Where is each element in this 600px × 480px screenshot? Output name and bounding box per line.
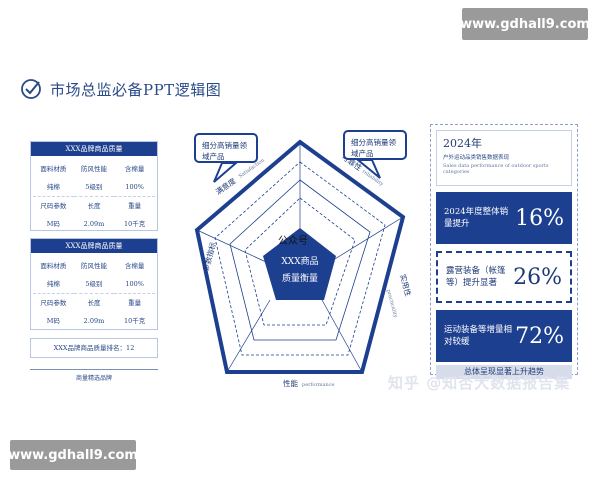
stat-label: 2024年度整体销量提升	[444, 207, 509, 229]
quality-card-2: XXX品牌商品质量 面料材质 防风性能 含棉量 纯棉 5级别 100% 尺码参数…	[30, 238, 158, 330]
bubble-tail-left	[213, 162, 239, 183]
card-cell: 2.09m	[83, 220, 105, 228]
stats-subtitle-en: Sales data performance of outdoor sports…	[443, 163, 549, 175]
pentagon-ring-3	[229, 179, 371, 341]
card-cell: 100%	[114, 275, 155, 294]
ranking-bar: XXX品牌商品质量排名：12	[30, 338, 158, 358]
card-cell: 面料材质	[40, 262, 67, 270]
card-cell: M码	[46, 317, 60, 325]
pentagon-ring-4	[244, 197, 356, 326]
corner-watermark: 知乎 @知否大数据报告集	[388, 374, 571, 392]
card-cell: 长度	[87, 202, 101, 210]
stat-value: 72%	[515, 323, 564, 349]
stat-label: 运动装备等增量相对较缓	[444, 325, 513, 347]
card-cell: 重量	[128, 299, 142, 307]
page-title: 市场总监必备PPT逻辑图	[50, 80, 222, 99]
card-header: XXX品牌商品质量	[31, 239, 157, 253]
card-cell: 重量	[128, 202, 142, 210]
bubble-tail-right	[355, 159, 381, 179]
center-pentagon	[263, 228, 336, 300]
card-cell: 含棉量	[124, 165, 145, 173]
card-cell: 10千克	[124, 317, 146, 325]
stats-year: 2024年	[443, 137, 482, 150]
card-grid: 面料材质 防风性能 含棉量 纯棉 5级别 100% 尺码参数 长度 重量 M码 …	[31, 156, 157, 237]
center-label: 公众号	[278, 235, 308, 247]
dim-right-en: practicality	[385, 289, 398, 319]
bubble-left: 细分高销量领域产品	[194, 133, 258, 163]
title-row: 市场总监必备PPT逻辑图	[20, 78, 221, 100]
footer-divider	[30, 369, 158, 370]
card-cell: M码	[46, 220, 60, 228]
stat-value: 26%	[513, 264, 562, 290]
center-text-1: XXX商品	[281, 255, 318, 267]
card-cell: 长度	[87, 299, 101, 307]
stats-summary: 总体呈现显著上升趋势	[436, 365, 572, 379]
dim-right: 实用性	[398, 273, 414, 298]
card-grid: 面料材质 防风性能 含棉量 纯棉 5级别 100% 尺码参数 长度 重量 M码 …	[31, 253, 157, 334]
card-cell: 纯棉	[33, 275, 74, 294]
spoke-left	[196, 229, 267, 263]
dim-bottom-en: performance	[302, 382, 335, 388]
stat-box-3: 运动装备等增量相对较缓 72%	[436, 310, 572, 362]
spoke-right	[329, 216, 404, 263]
stats-subtitle-cn: 户外运动品类销售数据表现	[443, 155, 510, 161]
card-cell: 10千克	[124, 220, 146, 228]
card-cell: 100%	[114, 178, 155, 197]
footnote: 商量精选品牌	[75, 375, 112, 382]
center-text-2: 质量衡量	[282, 272, 318, 284]
card-cell: 尺码参数	[40, 299, 67, 307]
card-cell: 5级别	[73, 275, 115, 294]
card-cell: 5级别	[73, 178, 115, 197]
stat-label: 露营装备（帐篷等）提升显著	[446, 266, 506, 288]
watermark-top: www.gdhall9.com	[460, 8, 590, 40]
card-header: XXX品牌商品质量	[31, 142, 157, 156]
quality-card-1: XXX品牌商品质量 面料材质 防风性能 含棉量 纯棉 5级别 100% 尺码参数…	[30, 141, 158, 231]
dim-bottom: 性能	[283, 378, 298, 388]
spoke-bottom-right	[321, 299, 363, 373]
pentagon-ring-2	[214, 161, 386, 356]
card-cell: 防风性能	[80, 262, 107, 270]
watermark-bottom: www.gdhall9.com	[8, 440, 138, 470]
card-cell: 面料材质	[40, 165, 67, 173]
spoke-bottom-left	[226, 299, 271, 373]
check-circle-icon	[21, 79, 41, 99]
card-cell: 尺码参数	[40, 202, 67, 210]
card-cell: 纯棉	[33, 178, 74, 197]
bubble-right: 细分高销量领域产品	[343, 130, 407, 160]
card-cell: 2.09m	[83, 317, 105, 325]
stat-box-1: 2024年度整体销量提升 16%	[436, 192, 572, 244]
stats-panel-header: 2024年 户外运动品类销售数据表现 Sales data performanc…	[436, 130, 572, 186]
card-cell: 含棉量	[124, 262, 145, 270]
stat-value: 16%	[515, 205, 564, 231]
stat-box-2: 露营装备（帐篷等）提升显著 26%	[436, 251, 572, 303]
card-cell: 防风性能	[80, 165, 107, 173]
stats-panel: 2024年 户外运动品类销售数据表现 Sales data performanc…	[430, 124, 578, 379]
